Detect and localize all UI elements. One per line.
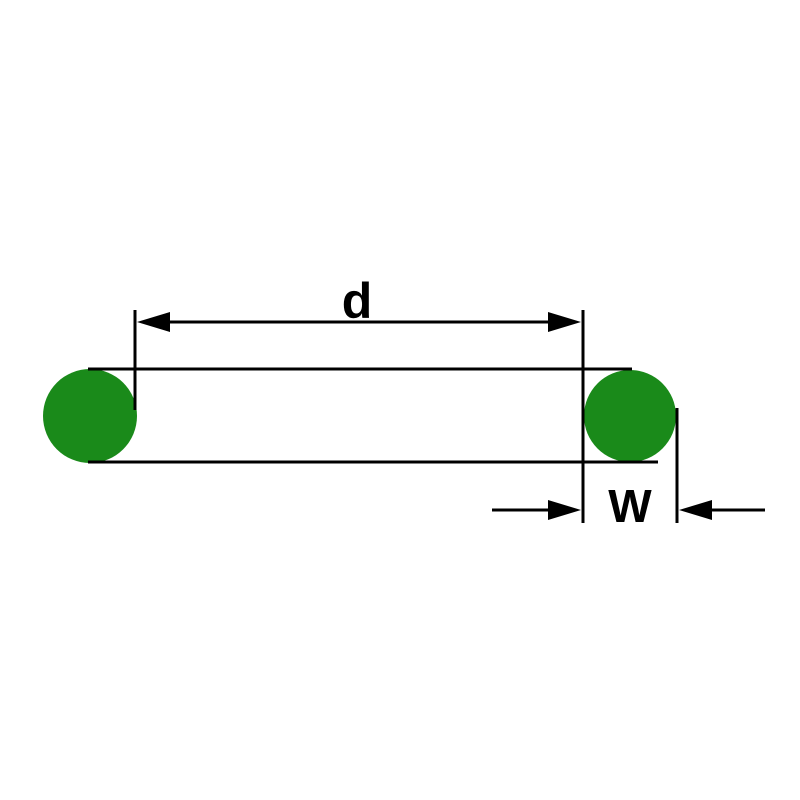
oring-right-cross-section (584, 370, 676, 462)
dimension-w-arrowhead-right (679, 500, 712, 520)
dimension-d-arrowhead-right (548, 312, 581, 332)
dimension-d-arrowhead-left (137, 312, 170, 332)
dimension-w-arrowhead-left (548, 500, 581, 520)
dimension-w-label: W (608, 480, 652, 532)
dimension-d-label: d (342, 273, 373, 329)
oring-left-cross-section (43, 369, 137, 463)
